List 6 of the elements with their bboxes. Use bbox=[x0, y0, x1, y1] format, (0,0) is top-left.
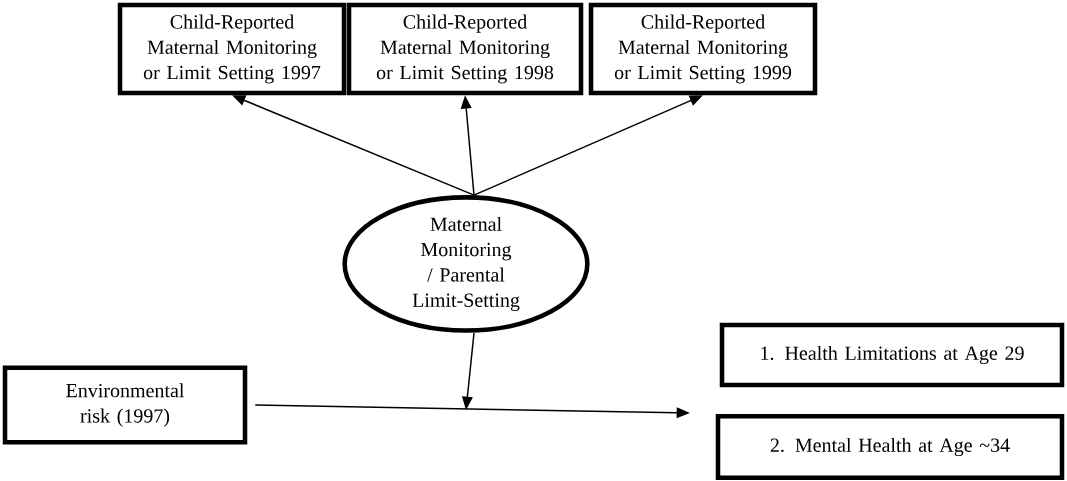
measure-box: Child-Reported Maternal Monitoring or Limit Setting 1997 bbox=[117, 2, 347, 96]
outcome-box: 1. Health Limitations at Age 29 bbox=[719, 322, 1065, 388]
measure-box: Child-Reported Maternal Monitoring or Limit Setting 1999 bbox=[588, 2, 818, 96]
measure-box: Child-Reported Maternal Monitoring or Limit Setting 1998 bbox=[346, 2, 584, 96]
predictor-box: Environmental risk (1997) bbox=[2, 365, 248, 445]
outcome-box: 2. Mental Health at Age ~34 bbox=[715, 414, 1065, 480]
